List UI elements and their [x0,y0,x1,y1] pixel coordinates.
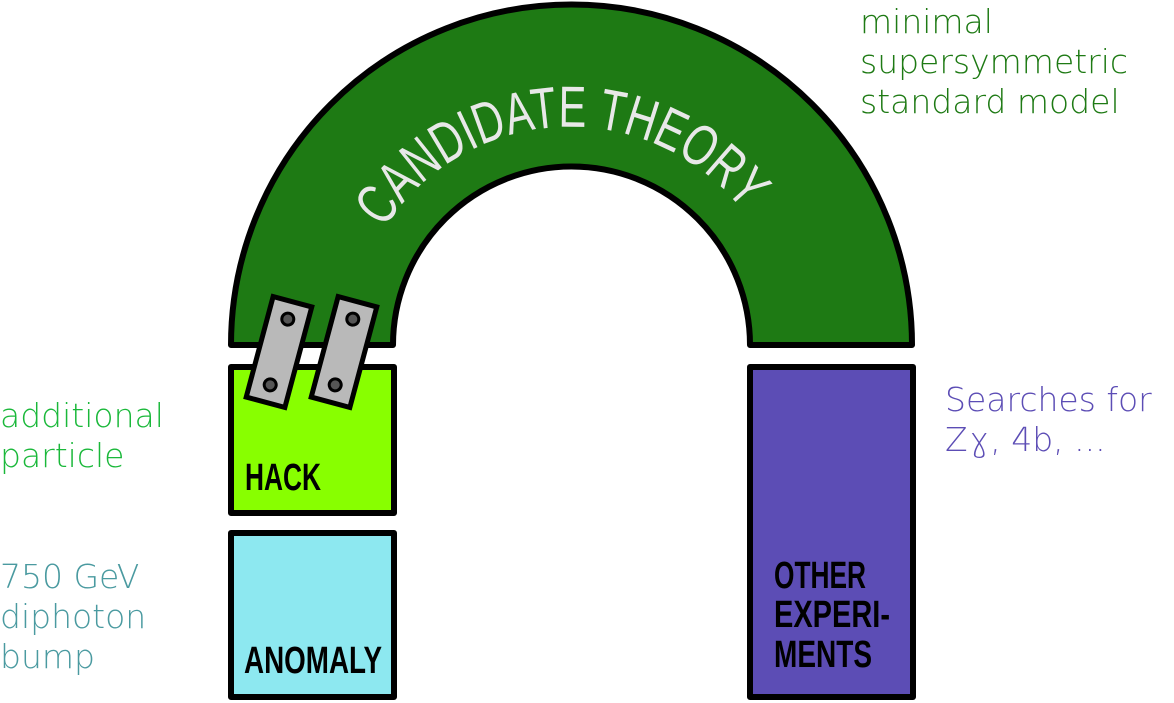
annotation-line: additional [0,396,164,435]
annotation-line: particle [0,436,125,475]
other-label-line2: EXPERI- [774,594,890,636]
annotation-line: supersymmetric [860,42,1129,81]
annotation-line: standard model [860,82,1120,121]
annotation-line: diphoton [0,597,147,636]
clip-2 [308,293,380,411]
other-label-line3: MENTS [774,634,872,676]
annotation-line: 750 GeV [0,557,140,596]
clip-1 [243,293,315,411]
hack-label: HACK [245,457,321,499]
screw-icon [327,377,343,393]
annotation-line: minimal [860,2,993,41]
annotation-line: Searches for [945,380,1152,419]
annotation-line: bump [0,637,95,676]
candidate-theory-arch [228,1,915,348]
annotation-line: Zɣ, 4b, ... [945,420,1106,459]
screw-icon [345,311,361,327]
screw-icon [280,311,296,327]
screw-icon [262,377,278,393]
anomaly-label: ANOMALY [244,640,382,682]
other-experiments-block [747,364,916,700]
anomaly-block [228,530,397,700]
other-label-line1: OTHER [774,555,866,597]
